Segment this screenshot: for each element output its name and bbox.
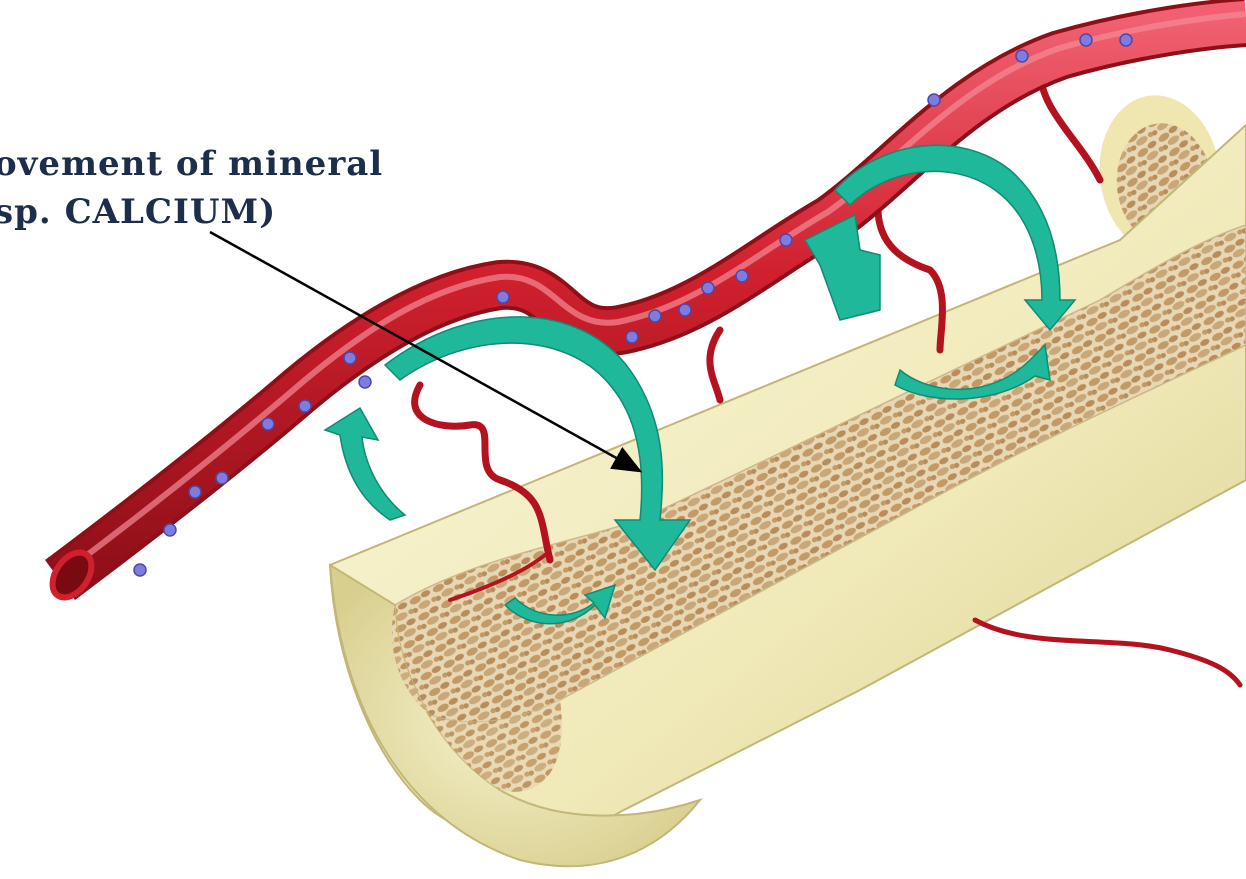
label-line-1: ovement of mineral: [0, 144, 383, 184]
calcium-flow-arrow: [325, 408, 405, 520]
blood-cell: [928, 94, 940, 106]
blood-cell: [780, 234, 792, 246]
blood-cell: [164, 524, 176, 536]
blood-cell: [736, 270, 748, 282]
blood-cell: [359, 376, 371, 388]
label-line-2: sp. CALCIUM): [0, 192, 276, 232]
blood-cell: [134, 564, 146, 576]
blood-cell: [344, 352, 356, 364]
blood-cell: [649, 310, 661, 322]
blood-cell: [189, 486, 201, 498]
blood-cell: [1016, 50, 1028, 62]
blood-cell: [702, 282, 714, 294]
blood-cell: [626, 331, 638, 343]
blood-cell: [299, 400, 311, 412]
blood-cell: [262, 418, 274, 430]
blood-cell: [1120, 34, 1132, 46]
blood-cell: [216, 472, 228, 484]
blood-cell: [1080, 34, 1092, 46]
blood-cell: [679, 304, 691, 316]
blood-cell: [497, 291, 509, 303]
